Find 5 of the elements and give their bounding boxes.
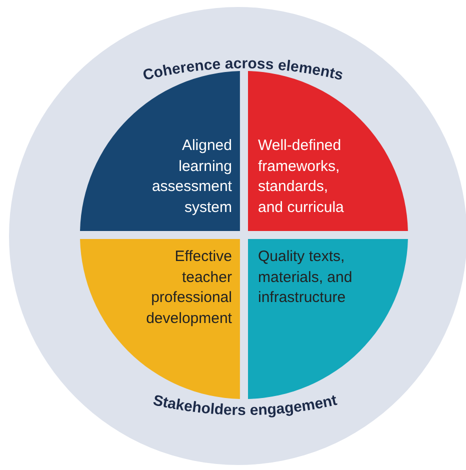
quadrant-label: Effective teacher professional development	[145, 247, 232, 328]
quadrant-label: Aligned learning assessment system	[150, 136, 232, 218]
ring-label: Stakeholders engagement	[151, 392, 339, 420]
quadrant-label: Well-defined frameworks, standards, and curricula	[258, 136, 345, 218]
quadrant-label: Quality texts, materials, and infrastructure	[258, 247, 354, 308]
